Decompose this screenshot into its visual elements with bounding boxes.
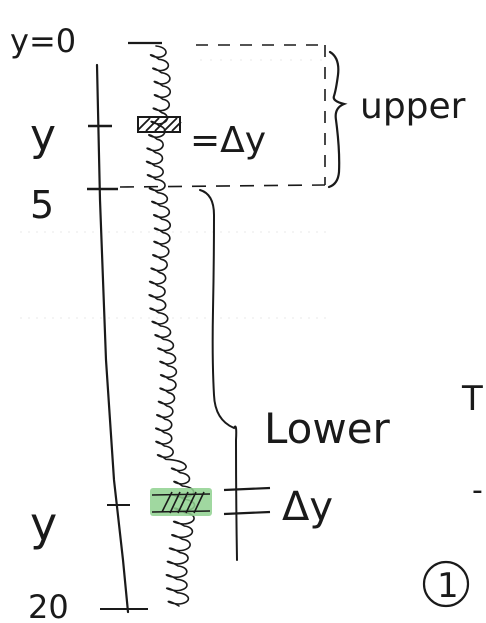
y-zero-label: y=0 [10, 22, 76, 60]
lower-bracket [199, 189, 238, 561]
twenty-label: 20 [28, 588, 69, 623]
five-label: 5 [30, 183, 54, 227]
background-smudges [20, 59, 330, 319]
upper-hatched-element [137, 116, 182, 133]
delta-y-upper-label: =Δy [190, 120, 266, 161]
delta-y-lower-label: Δy [282, 484, 333, 530]
upper-brace [327, 50, 348, 189]
axis-line [95, 63, 130, 614]
y-upper-label: y [30, 110, 56, 161]
y-lower-label: y [30, 497, 57, 551]
lower-highlighted-element [150, 488, 212, 516]
spring-coil-path [145, 45, 196, 607]
upper-label: upper [360, 86, 466, 127]
lower-label: Lower [264, 404, 391, 453]
lower-equals-dashes [223, 486, 271, 516]
right-edge-mark-top: T [461, 379, 483, 419]
right-edge-mark-bottom: - [472, 473, 483, 508]
spring-coil [145, 45, 196, 607]
upper-dashed-box [119, 44, 326, 188]
number-circle [422, 560, 470, 608]
circle-number-label: 1 [437, 566, 459, 606]
